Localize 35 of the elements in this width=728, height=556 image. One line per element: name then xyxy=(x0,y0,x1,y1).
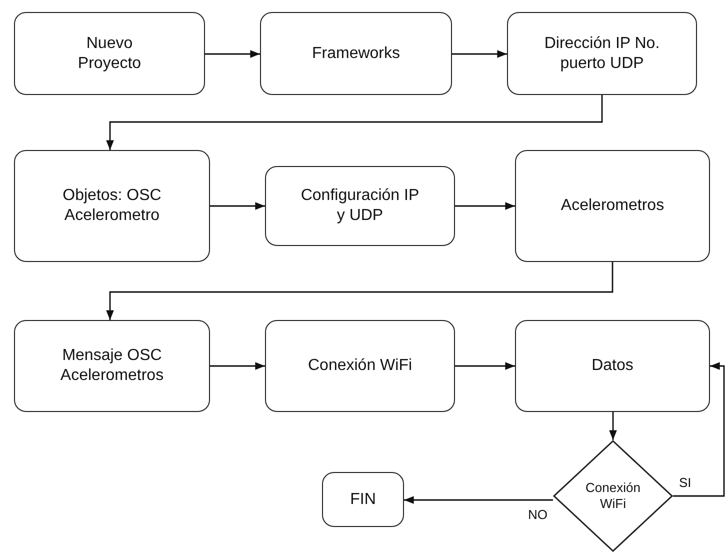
decision-diamond xyxy=(553,440,673,552)
node-label: Configuración IP y UDP xyxy=(300,186,420,226)
node-label: Objetos: OSC Acelerometro xyxy=(62,186,162,226)
node-label: Acelerometros xyxy=(560,196,664,216)
process-box xyxy=(14,320,210,412)
node-label: Datos xyxy=(592,356,634,376)
process-box xyxy=(265,166,455,246)
process-box xyxy=(260,12,452,95)
node-label: FIN xyxy=(350,490,376,510)
arrow xyxy=(609,412,617,440)
arrow xyxy=(452,50,507,58)
process-box xyxy=(265,320,455,412)
process-box xyxy=(515,320,710,412)
arrow xyxy=(205,50,260,58)
arrow xyxy=(210,202,265,210)
process-box xyxy=(14,150,210,262)
edge-label: NO xyxy=(527,508,548,521)
node-label: Nuevo Proyecto xyxy=(76,34,142,74)
arrow xyxy=(106,262,614,320)
process-box xyxy=(515,150,710,262)
arrow xyxy=(404,496,553,504)
arrow xyxy=(210,362,265,370)
node-label: Mensaje OSC Acelerometros xyxy=(59,346,165,386)
node-label: Conexión WiFi xyxy=(584,480,642,512)
arrow xyxy=(455,362,515,370)
process-box xyxy=(507,12,697,95)
arrow xyxy=(455,202,515,210)
edge-label: SI xyxy=(678,476,692,489)
process-box xyxy=(322,472,404,527)
node-label: Conexión WiFi xyxy=(308,356,412,376)
node-label: Dirección IP No. puerto UDP xyxy=(543,34,661,74)
process-box xyxy=(14,12,205,95)
arrow xyxy=(106,95,603,150)
arrow xyxy=(673,362,725,497)
node-label: Frameworks xyxy=(312,44,400,64)
